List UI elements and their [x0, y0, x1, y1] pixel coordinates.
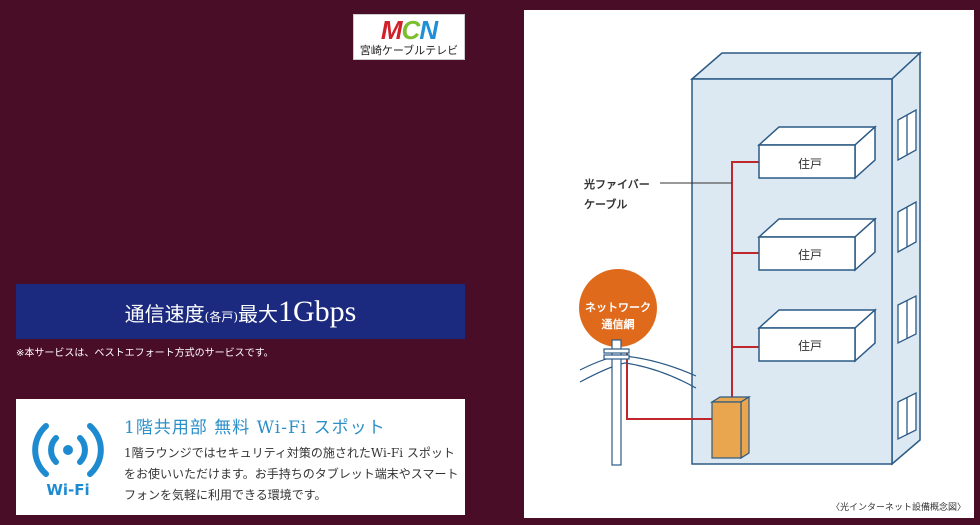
utility-wires — [579, 355, 697, 389]
side-window — [897, 294, 917, 345]
fiber-diagram: 住戸 住戸 住戸 ネットワーク 通信網 光ファイバー ケーブル 〈光インターネッ… — [579, 51, 966, 513]
side-window — [897, 200, 917, 254]
best-effort-note: ※本サービスは、ベストエフォート方式のサービスです。 — [16, 348, 274, 359]
network-circle — [579, 269, 657, 347]
speed-value: 1Gbps — [278, 295, 357, 328]
unit-label: 住戸 — [798, 157, 822, 171]
wifi-title: 1階共用部 無料 Wi-Fi スポット — [124, 418, 386, 438]
side-window — [897, 391, 917, 441]
side-window — [897, 108, 917, 162]
wifi-body: 1階ラウンジではセキュリティ対策の施されたWi-Fi スポットをお使いいただけま… — [124, 446, 459, 502]
unit-box — [757, 125, 877, 180]
logo-subtitle: 宮崎ケーブルテレビ — [359, 44, 459, 57]
fiber-label-1: 光ファイバー — [583, 177, 650, 191]
network-label-2: 通信網 — [602, 317, 635, 331]
speed-prefix: 通信速度 — [124, 302, 205, 326]
unit-label: 住戸 — [798, 339, 822, 353]
utility-pole — [603, 339, 630, 466]
diagram-caption: 〈光インターネット設備概念図〉 — [831, 501, 966, 513]
speed-middle: 最大 — [238, 302, 279, 326]
mcn-logo: MCN 宮崎ケーブルテレビ — [353, 14, 465, 60]
fiber-label-2: ケーブル — [584, 197, 627, 211]
speed-paren: (各戸) — [204, 310, 239, 324]
network-label-1: ネットワーク — [585, 301, 651, 314]
unit-box — [757, 308, 877, 363]
wifi-box: Wi-Fi 1階共用部 無料 Wi-Fi スポット 1階ラウンジではセキュリティ… — [16, 399, 465, 515]
diagram-panel: 住戸 住戸 住戸 ネットワーク 通信網 光ファイバー ケーブル 〈光インターネッ… — [524, 10, 974, 518]
wifi-icon: Wi-Fi — [32, 423, 104, 499]
unit-box — [757, 217, 877, 272]
distribution-cabinet — [709, 395, 752, 460]
unit-label: 住戸 — [798, 248, 822, 262]
wifi-icon-label: Wi-Fi — [46, 481, 89, 499]
logo-mark: MCN — [380, 15, 438, 45]
fiber-cable — [626, 161, 759, 420]
speed-banner: 通信速度(各戸)最大1Gbps — [16, 284, 465, 339]
